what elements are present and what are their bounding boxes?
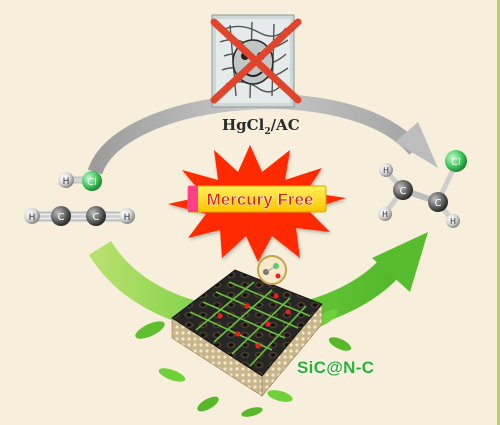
product-chlorine-atom [445, 150, 467, 172]
svg-text:H: H [124, 213, 131, 223]
mercury-free-text: Mercury Free [207, 190, 314, 209]
product-carbon-2 [428, 192, 448, 212]
svg-text:C: C [93, 212, 100, 223]
product-hydrogen-2 [378, 207, 392, 221]
hcl-molecule: H Cl [58, 171, 102, 191]
svg-text:H: H [383, 166, 389, 175]
acetylene-carbon-1 [51, 206, 71, 226]
product-carbon-1 [393, 180, 413, 200]
sicnc-label: SiC@N-C [297, 358, 375, 377]
red-cross-icon [210, 18, 302, 104]
vinyl-chloride-molecule: Cl C C H H H [378, 150, 467, 228]
acetylene-carbon-2 [86, 206, 106, 226]
hgcl2-ac-label: HgCl2/AC [222, 116, 300, 137]
svg-text:H: H [29, 213, 36, 223]
active-site-magnifier [257, 255, 287, 285]
mercury-free-badge: Mercury Free [187, 185, 327, 213]
product-hydrogen-1 [379, 163, 393, 177]
acetylene-molecule: H C C H [24, 206, 135, 226]
hcl-chlorine-atom [82, 171, 102, 191]
svg-text:H: H [450, 217, 456, 226]
leaf-decoration [135, 308, 352, 417]
svg-text:H: H [382, 210, 388, 219]
sicnc-catalyst-slab [135, 255, 352, 417]
svg-text:Cl: Cl [87, 177, 97, 188]
svg-text:Cl: Cl [451, 157, 461, 168]
svg-text:H: H [63, 177, 70, 187]
svg-text:C: C [58, 212, 65, 223]
svg-text:C: C [400, 186, 407, 197]
svg-text:C: C [435, 198, 442, 209]
hcl-hydrogen-atom [58, 172, 74, 188]
product-hydrogen-3 [446, 214, 460, 228]
acetylene-hydrogen-left [24, 208, 40, 224]
acetylene-hydrogen-right [119, 208, 135, 224]
